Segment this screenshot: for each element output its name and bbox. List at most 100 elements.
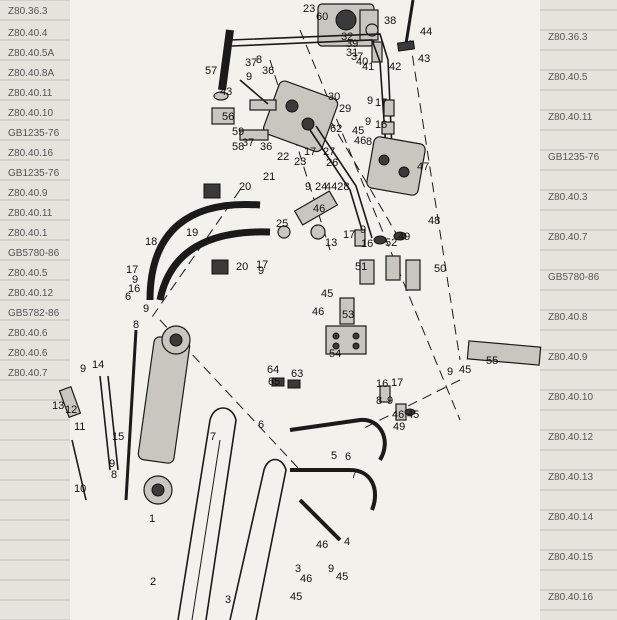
callout-23: 23 bbox=[294, 156, 306, 168]
table-cell: Z80.40.6 bbox=[8, 348, 48, 359]
callout-52: 52 bbox=[385, 237, 397, 249]
pipe-29 bbox=[231, 39, 387, 151]
callout-32: 32 bbox=[341, 31, 353, 43]
table-cell: Z80.40.11 bbox=[8, 88, 53, 99]
cylinder-3 bbox=[229, 458, 287, 620]
callout-46: 46 bbox=[312, 306, 324, 318]
linkage-15 bbox=[58, 375, 119, 501]
hose-18-inner bbox=[148, 202, 261, 301]
fitting-51b bbox=[385, 255, 401, 281]
fittings-63-64 bbox=[271, 377, 301, 389]
rod-57 bbox=[218, 29, 234, 91]
callout-54: 54 bbox=[329, 348, 341, 360]
callout-19: 19 bbox=[186, 227, 198, 239]
distributor-valve bbox=[239, 79, 339, 153]
hose-loops bbox=[289, 417, 387, 542]
callout-11: 11 bbox=[74, 421, 85, 433]
table-cell: Z80.40.7 bbox=[548, 232, 588, 243]
table-cell: Z80.40.4 bbox=[8, 28, 48, 39]
callout-8: 8 bbox=[376, 395, 382, 407]
callout-9: 9 bbox=[328, 563, 334, 575]
callout-13: 13 bbox=[52, 400, 64, 412]
hoses bbox=[146, 200, 271, 301]
table-cell: Z80.36.3 bbox=[548, 32, 588, 43]
dashed-assembly-line bbox=[359, 379, 461, 431]
bolt-line bbox=[239, 79, 269, 105]
plate-54-body bbox=[325, 325, 367, 355]
washer-49 bbox=[393, 231, 407, 241]
callout-50: 50 bbox=[434, 263, 446, 275]
bracket-20b bbox=[211, 259, 229, 275]
callout-55: 55 bbox=[486, 355, 498, 367]
callout-45: 45 bbox=[321, 288, 333, 300]
callout-56: 56 bbox=[222, 111, 234, 123]
callout-9: 9 bbox=[387, 395, 393, 407]
table-cell: Z80.36.3 bbox=[8, 6, 48, 17]
table-text-group: Z80.36.3Z80.40.4Z80.40.5AZ80.40.8AZ80.40… bbox=[8, 6, 600, 603]
fitting-50 bbox=[405, 259, 421, 291]
callout-4428: 4428 bbox=[325, 181, 349, 193]
cylinder-1 bbox=[124, 325, 191, 505]
cylinder-1-barrel bbox=[137, 336, 191, 464]
callout-53: 53 bbox=[342, 309, 354, 321]
callout-46: 46 bbox=[300, 573, 312, 585]
washer-52 bbox=[373, 235, 387, 245]
fitting-17b bbox=[354, 229, 366, 247]
callout-40: 40 bbox=[356, 56, 368, 68]
callout-46: 46 bbox=[313, 203, 325, 215]
callout-46: 46 bbox=[354, 135, 366, 147]
fitting-17c bbox=[379, 385, 391, 403]
table-cell: Z80.40.11 bbox=[548, 112, 593, 123]
callout-5: 5 bbox=[331, 450, 337, 462]
cylinder-1-top-hole bbox=[169, 333, 183, 347]
table-cell: GB5780-86 bbox=[8, 248, 60, 259]
block-47 bbox=[366, 136, 426, 196]
table-cell: Z80.40.13 bbox=[548, 472, 593, 483]
callout-17: 17 bbox=[343, 229, 355, 241]
callout-8: 8 bbox=[256, 54, 262, 66]
table-cell: Z80.40.8A bbox=[8, 68, 54, 79]
callout-58: 58 bbox=[232, 141, 244, 153]
callout-17: 17 bbox=[375, 97, 387, 109]
callout-9: 9 bbox=[246, 71, 252, 83]
callout-37: 37 bbox=[351, 51, 363, 63]
callout-4: 4 bbox=[344, 536, 350, 548]
fittings-column bbox=[354, 99, 421, 291]
bolt-10 bbox=[71, 439, 87, 501]
callout-9: 9 bbox=[80, 363, 86, 375]
callout-8: 8 bbox=[111, 469, 117, 481]
distributor-port bbox=[301, 117, 315, 131]
callout-38: 38 bbox=[384, 15, 396, 27]
callout-17: 17 bbox=[304, 146, 316, 158]
callout-31: 31 bbox=[346, 47, 358, 59]
table-cell: Z80.40.11 bbox=[8, 208, 53, 219]
callout-2: 2 bbox=[150, 576, 156, 588]
callout-9: 9 bbox=[360, 224, 366, 236]
fitting-63 bbox=[287, 379, 301, 389]
bolt-53 bbox=[339, 297, 355, 325]
fitting-64 bbox=[271, 377, 285, 387]
callout-30: 30 bbox=[328, 91, 340, 103]
callout-17: 17 bbox=[391, 377, 403, 389]
callout-7: 7 bbox=[351, 469, 357, 481]
plate-55-body bbox=[466, 340, 542, 366]
plate-hole bbox=[332, 332, 340, 340]
callout-37: 37 bbox=[242, 137, 254, 149]
left-table-band bbox=[0, 0, 70, 620]
callout-44: 44 bbox=[420, 26, 432, 38]
callout-21: 21 bbox=[263, 171, 275, 183]
fittings-lower-right bbox=[379, 385, 416, 421]
link-15 bbox=[99, 375, 111, 471]
hose-5 bbox=[290, 468, 377, 511]
callout-63: 63 bbox=[291, 368, 303, 380]
callout-14: 14 bbox=[92, 359, 104, 371]
callout-17: 17 bbox=[126, 264, 138, 276]
callout-45: 45 bbox=[290, 591, 302, 603]
pipe-27 bbox=[309, 129, 366, 241]
callout-25: 25 bbox=[276, 218, 288, 230]
fitting-51 bbox=[359, 259, 375, 285]
table-cell: Z80.40.16 bbox=[548, 592, 593, 603]
link-15b bbox=[107, 375, 119, 471]
